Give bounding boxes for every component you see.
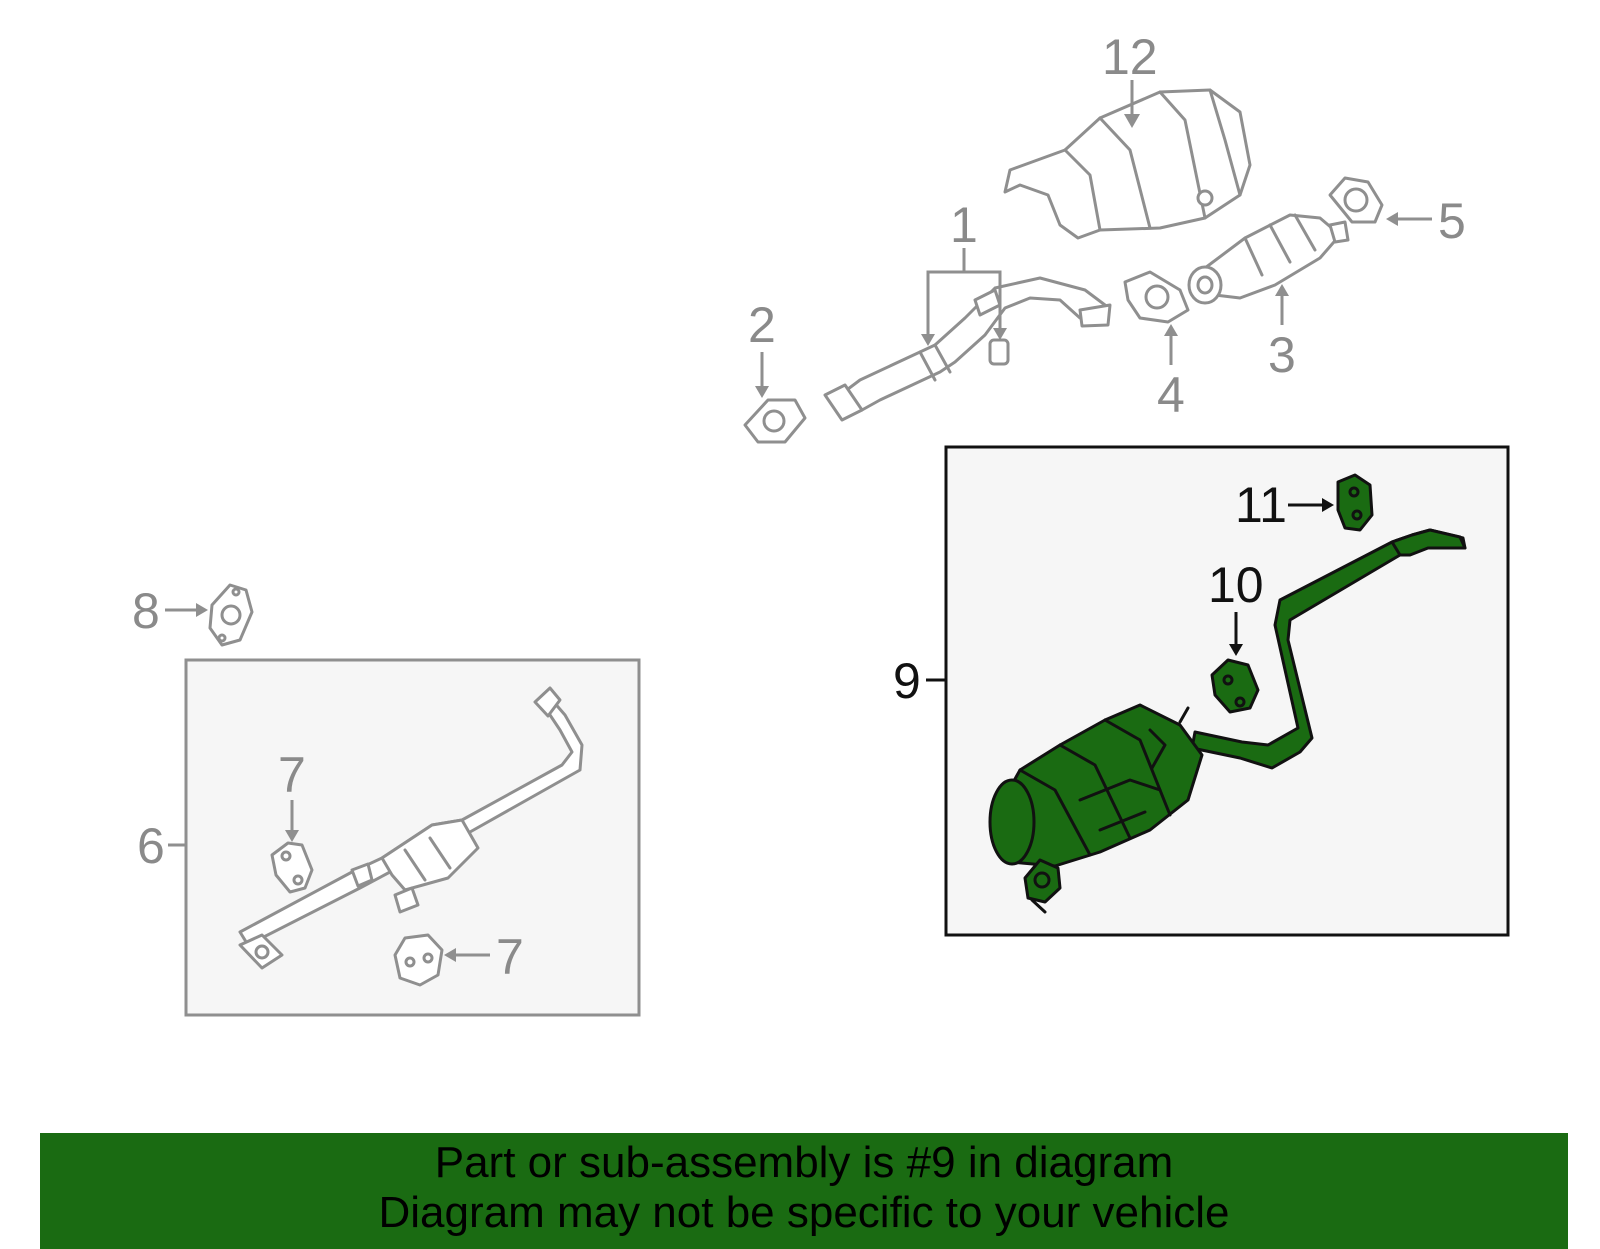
notice-banner: Part or sub-assembly is #9 in diagram Di… (40, 1133, 1568, 1249)
arrowhead-12 (1124, 114, 1140, 128)
callout-7a: 7 (278, 747, 306, 803)
gasket-icon (208, 583, 254, 647)
callout-2: 2 (748, 297, 776, 353)
callout-1: 1 (950, 197, 978, 253)
callout-7b: 7 (496, 929, 524, 985)
arrowhead-10 (1229, 644, 1243, 656)
center-pipe-icon (238, 686, 584, 970)
arrowhead-7a (285, 830, 299, 842)
arrowhead-1b (993, 328, 1007, 340)
arrowhead-8 (196, 603, 208, 617)
hanger-icon (393, 933, 444, 987)
callout-9: 9 (893, 653, 921, 709)
callout-10: 10 (1208, 557, 1264, 613)
front-pipe-icon (823, 276, 1112, 422)
gasket-icon (743, 398, 807, 444)
callout-3: 3 (1268, 327, 1296, 383)
hanger-icon (270, 841, 314, 894)
callout-6: 6 (137, 818, 165, 874)
arrowhead-7b (444, 948, 456, 962)
callout-5: 5 (1438, 193, 1466, 249)
callout-11: 11 (1235, 477, 1287, 533)
gasket-icon (1328, 176, 1384, 224)
muffler-icon (988, 528, 1467, 914)
arrowhead-5 (1386, 212, 1398, 226)
callout-4: 4 (1157, 367, 1185, 423)
callout-8: 8 (132, 583, 160, 639)
gasket-icon (1123, 270, 1190, 324)
arrowhead-2 (755, 386, 769, 398)
heat-shield-icon (1003, 88, 1252, 240)
banner-line-2: Diagram may not be specific to your vehi… (378, 1188, 1230, 1237)
banner-line-1: Part or sub-assembly is #9 in diagram (434, 1138, 1174, 1187)
catalytic-converter-icon (1187, 213, 1350, 305)
arrowhead-3 (1275, 284, 1289, 296)
arrowhead-11 (1322, 498, 1334, 512)
hanger-icon (1336, 473, 1374, 532)
callout-12: 12 (1102, 29, 1158, 85)
arrowhead-1a (921, 334, 935, 346)
hanger-icon (1210, 658, 1260, 714)
arrowhead-4 (1164, 324, 1178, 336)
